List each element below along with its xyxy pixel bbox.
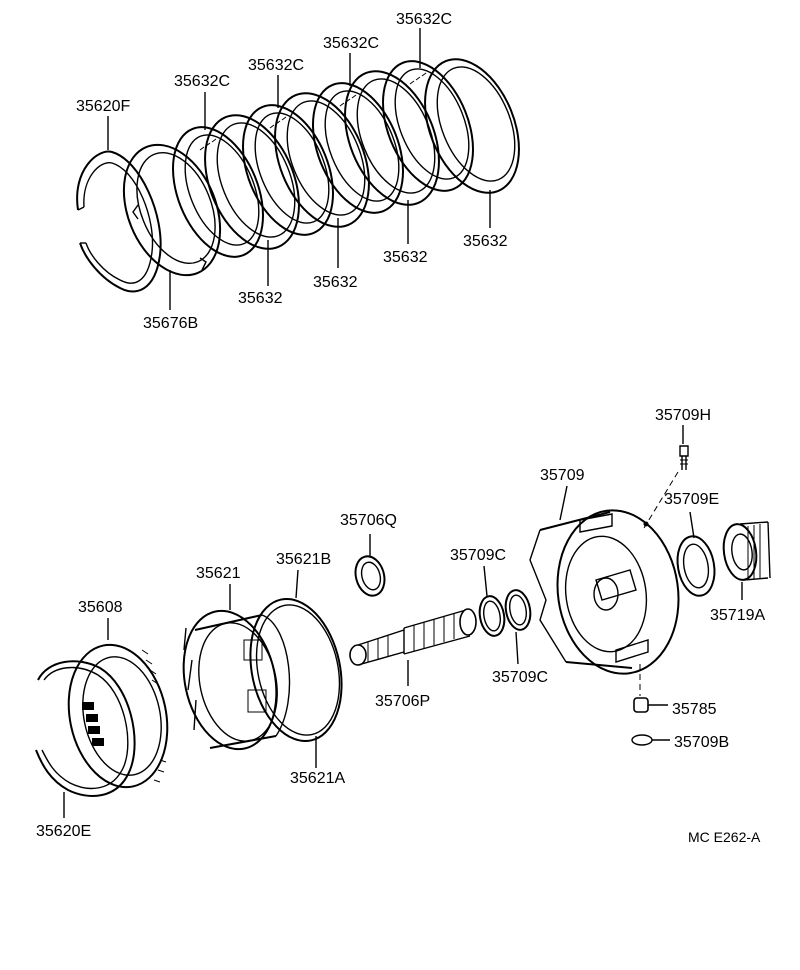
label-35620F: 35620F: [76, 98, 130, 115]
label-35676B: 35676B: [143, 315, 198, 332]
ring-35709E: [676, 535, 716, 597]
label-35706Q: 35706Q: [340, 512, 397, 529]
label-35785: 35785: [672, 701, 717, 718]
clutch-pack-group: 35632C 35632C 35632C 35632C 35620F 35632…: [76, 11, 520, 332]
snap-ring-35620E: [35, 660, 136, 797]
bottom-leaders: [63, 425, 743, 818]
label-35709B: 35709B: [674, 734, 729, 751]
clutch-drum-35709: [529, 509, 680, 675]
piston-35608: [67, 643, 169, 789]
label-35621B: 35621B: [276, 551, 331, 568]
drum-35621: [182, 609, 291, 751]
label-35709C-1: 35709C: [450, 547, 506, 564]
flange-plate-35676B: [122, 143, 222, 277]
label-35632C-1: 35632C: [396, 11, 452, 28]
label-35709C-2: 35709C: [492, 669, 548, 686]
plug-35785: [633, 697, 649, 713]
label-35719A: 35719A: [710, 607, 765, 624]
shaft-35706P: [349, 608, 477, 666]
washer-35706Q: [354, 555, 386, 597]
label-35632C-4: 35632C: [174, 73, 230, 90]
ring-35621B: [249, 597, 343, 743]
label-35632C-2: 35632C: [323, 35, 379, 52]
label-35632-1: 35632: [463, 233, 508, 250]
drum-assembly-group: 35709H 35709 35709E 35706Q 35709C 35621B…: [35, 407, 771, 845]
label-35706P: 35706P: [375, 693, 430, 710]
label-35632-2: 35632: [383, 249, 428, 266]
label-35621: 35621: [196, 565, 241, 582]
label-35620E: 35620E: [36, 823, 91, 840]
label-35709: 35709: [540, 467, 585, 484]
label-35632-4: 35632: [238, 290, 283, 307]
snap-ring-35620F: [76, 150, 162, 293]
spline-hub-35719A: [722, 521, 771, 581]
label-35709E: 35709E: [664, 491, 719, 508]
disc-stack: [172, 58, 520, 258]
top-leaders: [107, 28, 491, 310]
o-ring-35709B: [631, 734, 653, 746]
label-35621A: 35621A: [290, 770, 345, 787]
figure-code: MC E262-A: [688, 829, 761, 845]
label-35632C-3: 35632C: [248, 57, 304, 74]
label-35608: 35608: [78, 599, 123, 616]
seal-rings-35709C: [478, 589, 532, 637]
plug-35709H: [679, 445, 689, 470]
label-35632-3: 35632: [313, 274, 358, 291]
label-35709H: 35709H: [655, 407, 711, 424]
